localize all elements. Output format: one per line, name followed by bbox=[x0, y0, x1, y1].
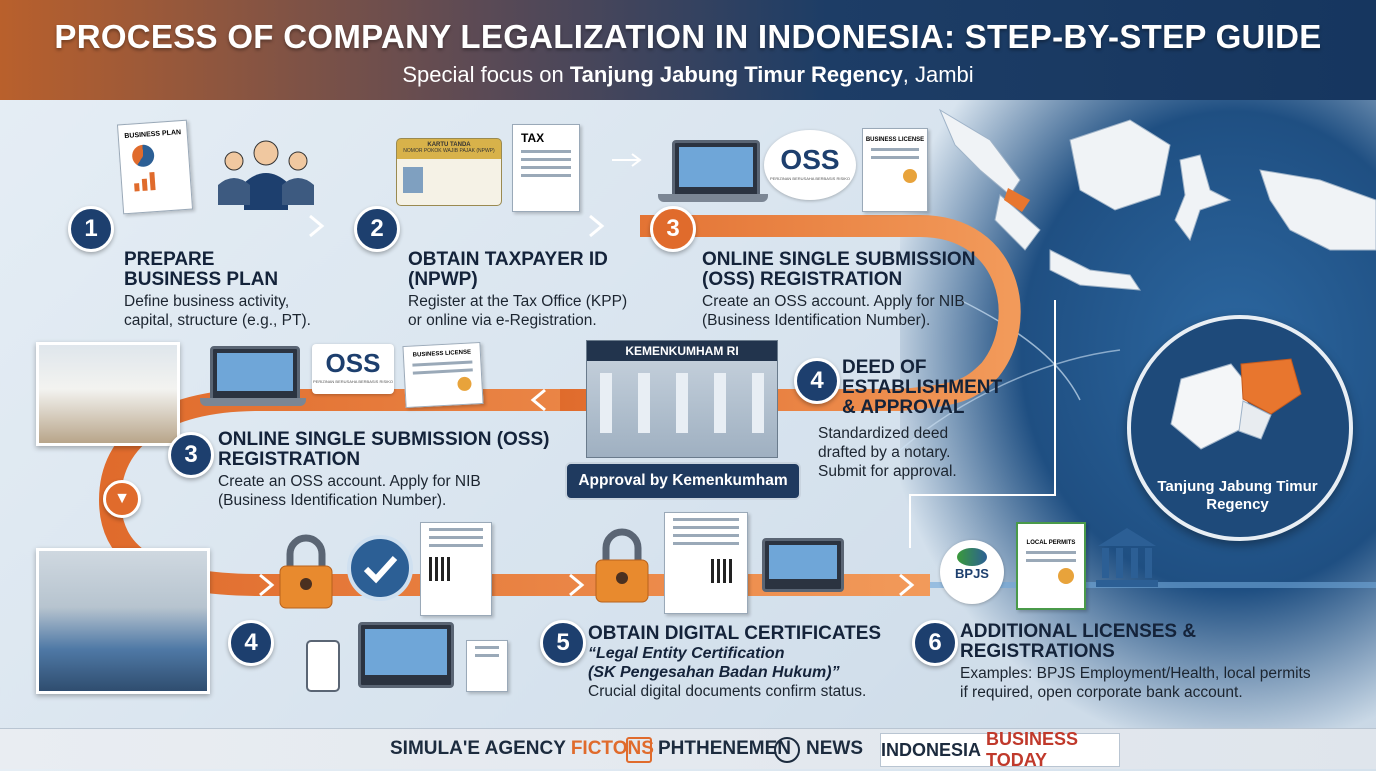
header-banner bbox=[0, 0, 1376, 100]
step-4-badge: 4 bbox=[794, 358, 840, 404]
approval-label: Approval by Kemenkumham bbox=[565, 462, 801, 500]
step-6-badge: 6 bbox=[912, 620, 958, 666]
step-3b-title: ONLINE SINGLE SUBMISSION (OSS)REGISTRATI… bbox=[218, 429, 550, 470]
step-2-badge: 2 bbox=[354, 206, 400, 252]
footer-agency-logo: SIMULA'E AGENCY FICTONS bbox=[390, 738, 654, 759]
step-2-description: Register at the Tax Office (KPP)or onlin… bbox=[408, 293, 628, 329]
qr-certificate-icon bbox=[420, 522, 492, 616]
step-6-description: Examples: BPJS Employment/Health, local … bbox=[960, 665, 1311, 701]
oss-logo-icon: OSS PERIZINAN BERUSAHA BERBASIS RISIKO bbox=[312, 344, 394, 394]
step-3-description: Create an OSS account. Apply for NIB(Bus… bbox=[702, 293, 965, 329]
npwp-card-icon: KARTU TANDA NOMOR POKOK WAJIB PAJAK (NPW… bbox=[396, 138, 502, 206]
factory-photo bbox=[36, 548, 210, 694]
laptop-base bbox=[658, 194, 768, 202]
footer-phthenemen-logo: PHTHENEMEN bbox=[658, 738, 792, 759]
footer-indonesia-business-today-logo: INDONESIA BUSINESS TODAY bbox=[880, 729, 1120, 770]
step-4b-badge: 4 bbox=[228, 620, 274, 666]
computer-icon bbox=[762, 538, 844, 592]
page-title: PROCESS OF COMPANY LEGALIZATION IN INDON… bbox=[54, 18, 1322, 55]
kemenkumham-building-icon: KEMENKUMHAM RI bbox=[586, 340, 778, 458]
oss-logo-icon: OSS PERIZINAN BERUSAHA BERBASIS RISIKO bbox=[764, 130, 856, 200]
step-5-subtitle: “Legal Entity Certification(SK Pengesaha… bbox=[588, 645, 840, 681]
office-photo bbox=[36, 342, 180, 446]
business-license-icon: BUSINESS LICENSE bbox=[402, 342, 484, 408]
business-plan-doc-icon: BUSINESS PLAN bbox=[116, 119, 194, 215]
step-5-description: Crucial digital documents confirm status… bbox=[588, 683, 867, 700]
bpjs-logo-icon: BPJS bbox=[940, 540, 1004, 604]
indonesia-map bbox=[900, 108, 1376, 451]
padlock-icon bbox=[595, 528, 649, 603]
step-5-badge: 5 bbox=[540, 620, 586, 666]
team-people-icon bbox=[218, 140, 314, 210]
step-3-title: ONLINE SINGLE SUBMISSION(OSS) REGISTRATI… bbox=[702, 249, 976, 290]
step-1-description: Define business activity,capital, struct… bbox=[124, 293, 311, 329]
laptop-icon bbox=[672, 140, 760, 200]
verified-badge-icon bbox=[347, 535, 413, 601]
step-2-title: OBTAIN TAXPAYER ID(NPWP) bbox=[408, 249, 608, 290]
legal-certificate-icon bbox=[664, 512, 748, 614]
footer-news-logo: NEWS bbox=[806, 738, 863, 759]
laptop-icon bbox=[210, 346, 300, 404]
bank-building-icon bbox=[1096, 528, 1158, 587]
chevron-down-icon: ▼ bbox=[103, 480, 141, 518]
page-subtitle: Special focus on Tanjung Jabung Timur Re… bbox=[402, 62, 974, 87]
region-map-icon bbox=[1170, 358, 1302, 450]
step-3-badge: 3 bbox=[650, 206, 696, 252]
step-5-title: OBTAIN DIGITAL CERTIFICATES bbox=[588, 623, 882, 644]
step-3b-badge: 3 bbox=[168, 432, 214, 478]
laptop-base bbox=[200, 398, 306, 406]
padlock-icon bbox=[279, 534, 333, 609]
smartphone-icon bbox=[306, 640, 340, 692]
footer-bar bbox=[0, 728, 1376, 769]
document-stack-icon bbox=[466, 640, 508, 692]
region-connector bbox=[909, 300, 1056, 548]
step-6-title: ADDITIONAL LICENSES &REGISTRATIONS bbox=[960, 621, 1197, 662]
globe-icon bbox=[774, 737, 800, 763]
local-permits-icon: LOCAL PERMITS bbox=[1016, 522, 1086, 610]
chart-icon bbox=[626, 737, 652, 763]
step-1-badge: 1 bbox=[68, 206, 114, 252]
monitor-icon bbox=[358, 622, 454, 688]
region-map-circle bbox=[1127, 315, 1353, 541]
step-3b-description: Create an OSS account. Apply for NIB(Bus… bbox=[218, 473, 481, 509]
tax-form-icon: TAX bbox=[512, 124, 580, 212]
business-license-icon: BUSINESS LICENSE bbox=[862, 128, 928, 212]
